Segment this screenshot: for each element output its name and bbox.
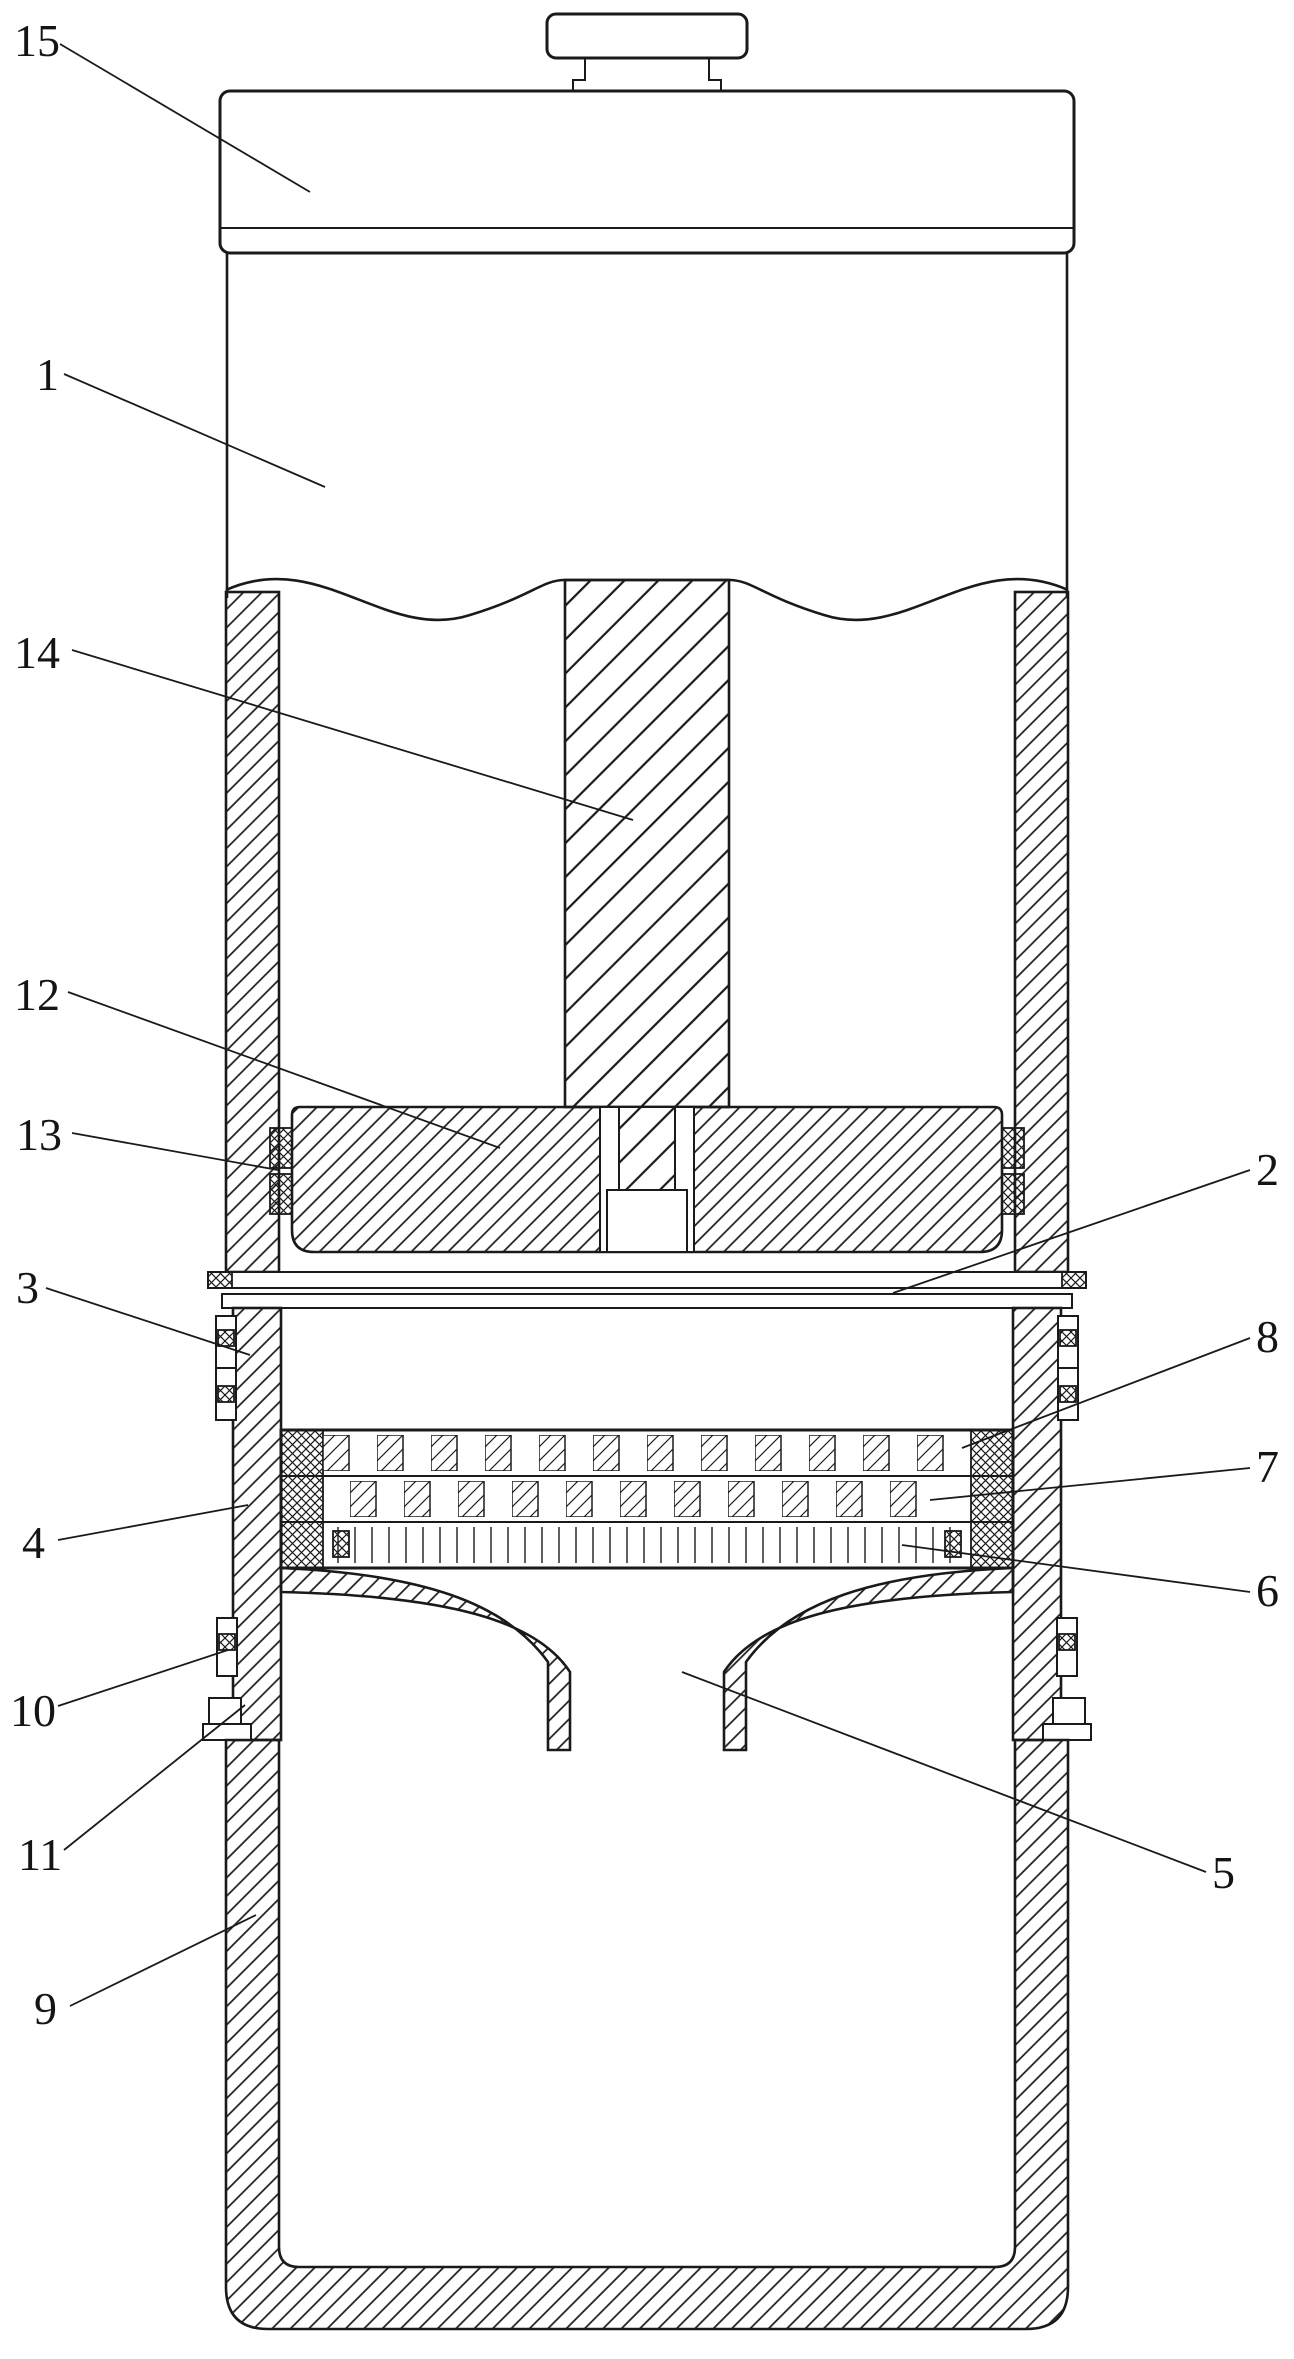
seal-block — [269, 1127, 293, 1169]
lower-rim-band — [221, 1293, 1073, 1309]
callout-5-number: 5 — [1212, 1847, 1235, 1898]
leader-line-3 — [45, 1287, 251, 1356]
callout-6-number: 6 — [1256, 1565, 1279, 1616]
leader-line-9 — [69, 1914, 257, 2007]
callout-12: 12 — [14, 969, 501, 1149]
callout-2: 2 — [892, 1144, 1279, 1294]
callout-7-number: 7 — [1256, 1441, 1279, 1492]
callout-15: 15 — [14, 15, 311, 193]
fitting-collar — [1052, 1697, 1086, 1725]
leader-line-7 — [929, 1467, 1251, 1501]
callout-9: 9 — [34, 1914, 257, 2034]
rim-lip — [1042, 1723, 1092, 1741]
leader-line-15 — [59, 43, 311, 193]
seal-block — [1001, 1127, 1025, 1169]
leader-line-5 — [681, 1671, 1207, 1873]
callout-10: 10 — [10, 1649, 229, 1736]
leader-line-14 — [71, 649, 634, 821]
callout-2-number: 2 — [1256, 1144, 1279, 1195]
upper-flange-band — [207, 1271, 1087, 1289]
knob-neck — [572, 58, 722, 92]
funnel-wall-left — [279, 1566, 572, 1752]
leader-line-8 — [961, 1337, 1251, 1449]
port-fitting-right — [1042, 1617, 1092, 1741]
bracket-pin — [217, 1329, 235, 1347]
leader-line-12 — [67, 991, 501, 1149]
callout-12-number: 12 — [14, 969, 60, 1020]
filter-bottom-seal-left — [332, 1530, 350, 1558]
rod-nut — [606, 1189, 688, 1253]
fitting-seal — [218, 1633, 236, 1651]
filter-endcap-left — [280, 1429, 324, 1569]
seal-block — [1001, 1173, 1025, 1215]
flange-end-left — [207, 1271, 233, 1289]
callout-3: 3 — [16, 1262, 251, 1356]
lower-vessel — [224, 1738, 1070, 2331]
callout-5: 5 — [681, 1671, 1235, 1898]
vessel-joint — [207, 1271, 1087, 1309]
upper-wall-left — [224, 590, 281, 1274]
leader-line-11 — [63, 1704, 246, 1851]
upper-vessel-outline — [225, 253, 1069, 598]
leader-line-6 — [901, 1544, 1251, 1593]
callout-8: 8 — [961, 1311, 1279, 1449]
bracket-pin — [1059, 1385, 1077, 1403]
leader-line-13 — [71, 1132, 279, 1171]
piston-rod — [563, 578, 731, 1109]
flange-end-right — [1061, 1271, 1087, 1289]
lid-body — [218, 89, 1076, 255]
knob-cap — [545, 12, 749, 60]
callout-8-number: 8 — [1256, 1311, 1279, 1362]
filter-endcap-right — [970, 1429, 1014, 1569]
funnel-wall-right — [722, 1566, 1015, 1752]
lid — [218, 89, 1076, 255]
callout-11-number: 11 — [18, 1829, 62, 1880]
leader-line-2 — [892, 1169, 1251, 1294]
neck-wall-right — [1011, 1306, 1063, 1742]
callout-13: 13 — [16, 1109, 279, 1171]
callout-15-number: 15 — [14, 15, 60, 66]
clamp-bracket-left — [215, 1315, 237, 1421]
piston-seal-left — [269, 1127, 293, 1215]
filter-assembly — [279, 1428, 1015, 1570]
funnel — [279, 1566, 1015, 1752]
callout-9-number: 9 — [34, 1983, 57, 2034]
bracket-pin — [1059, 1329, 1077, 1347]
leader-line-10 — [57, 1649, 229, 1707]
filter-row-middle — [350, 1481, 944, 1517]
leader-line-1 — [63, 373, 326, 488]
lid-knob — [545, 12, 749, 92]
neck-wall-left — [231, 1306, 283, 1742]
filter-row-bottom — [330, 1527, 964, 1563]
callout-6: 6 — [901, 1544, 1279, 1616]
callout-1: 1 — [36, 349, 326, 488]
callout-10-number: 10 — [10, 1685, 56, 1736]
bracket-pin — [217, 1385, 235, 1403]
callout-14-number: 14 — [14, 627, 60, 678]
piston-assembly — [269, 1105, 1025, 1254]
callout-1-number: 1 — [36, 349, 59, 400]
upper-wall-right — [1013, 590, 1070, 1274]
fitting-seal — [1058, 1633, 1076, 1651]
piston-seal-right — [1001, 1127, 1025, 1215]
rod-stem — [618, 1106, 676, 1191]
callout-7: 7 — [929, 1441, 1279, 1501]
callouts: 15 1 14 12 13 2 3 8 — [10, 15, 1279, 2034]
callout-4-number: 4 — [22, 1517, 45, 1568]
callout-3-number: 3 — [16, 1262, 39, 1313]
leader-line-4 — [57, 1504, 249, 1541]
callout-14: 14 — [14, 627, 634, 821]
filter-row-top — [323, 1435, 971, 1471]
clamp-bracket-right — [1057, 1315, 1079, 1421]
callout-11: 11 — [18, 1704, 246, 1880]
seal-block — [269, 1173, 293, 1215]
callout-13-number: 13 — [16, 1109, 62, 1160]
callout-4: 4 — [22, 1504, 249, 1568]
